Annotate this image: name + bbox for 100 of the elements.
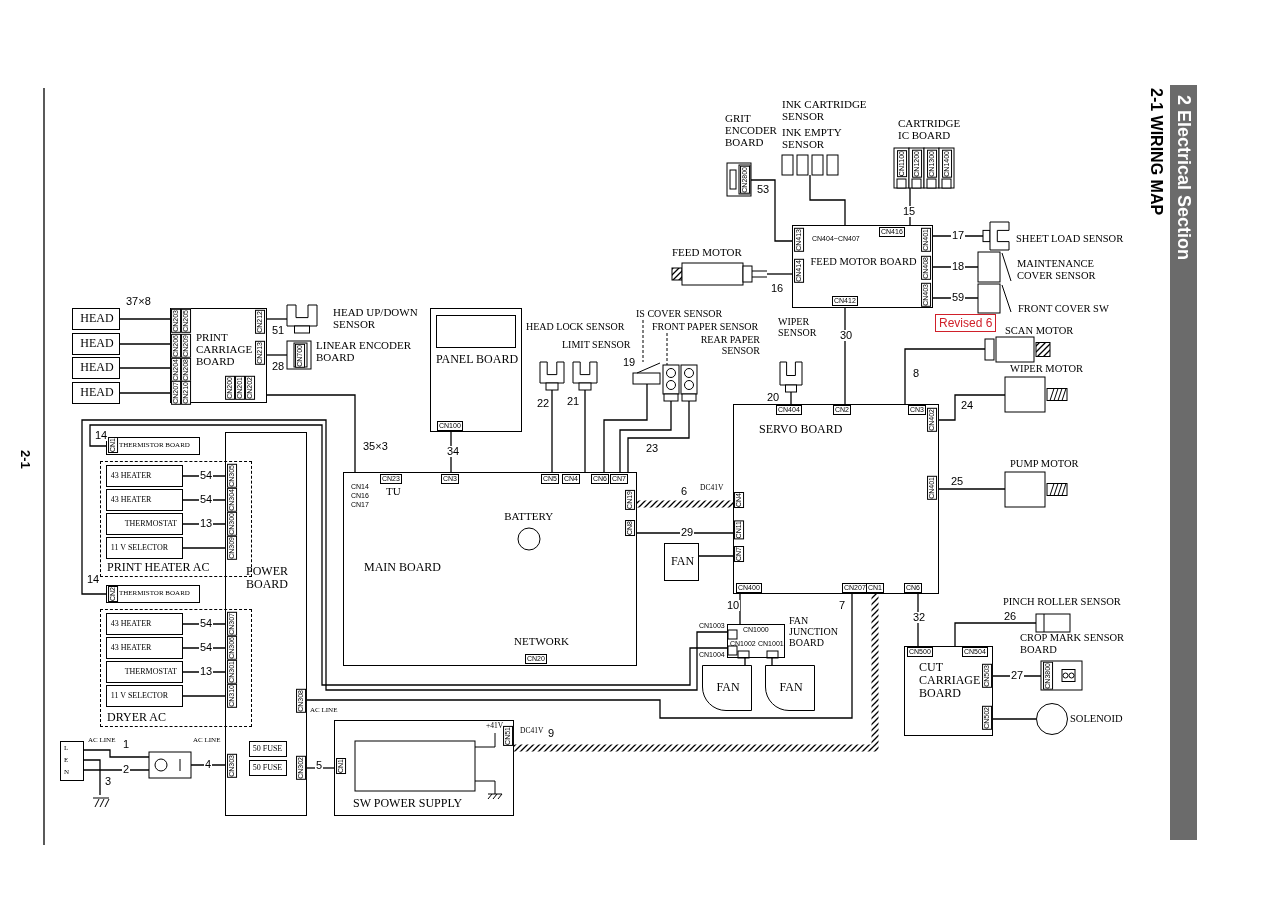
cable-number: 15 [902,206,917,217]
cable [809,174,846,226]
heater-box [105,636,183,659]
cable [119,343,171,345]
cable [182,695,226,697]
cable [83,769,150,771]
sensor-board-icon [1041,661,1082,690]
component-label: 43 HEATER [110,495,153,505]
component-label: FRONT PAPER SENSOR [652,321,764,333]
heater-box [105,488,183,511]
thermostat-box [105,660,183,683]
cable [119,392,171,394]
rocker-switch-icon [149,752,191,778]
ac-inlet-box [60,741,84,781]
component-label: INK CARTRIDGE SENSOR [782,98,868,123]
component-label: SHEET LOAD SENSOR [1016,233,1125,245]
component-label: CROP MARK SENSOR BOARD [1020,632,1126,656]
cable [190,764,226,766]
sensor-icon [983,222,1009,250]
cable [739,593,741,625]
cable [992,718,1037,720]
circuit-board-box [106,437,200,455]
component-label: INK EMPTY SENSOR [782,126,843,151]
component-label: FAN JUNCTION BOARD [789,615,839,648]
cable [306,593,853,719]
component-label: SCAN MOTOR [1005,325,1075,337]
component-label: WIPER SENSOR [778,316,818,338]
encoder-board-icon [287,341,311,369]
cable-number: 14 [86,574,101,585]
cable [771,657,773,666]
cable-number: 54 [199,470,214,481]
switch-icon [633,362,660,384]
cable-number: 26 [1003,611,1018,622]
cable [932,297,979,299]
circuit-board-box [170,308,267,403]
cable-number: 7 [838,600,847,611]
cable [698,555,734,557]
thermostat-box [105,512,183,535]
cable [744,657,746,666]
cable-number: 30 [839,330,854,341]
cable-number: 54 [199,642,214,653]
component-label: LINEAR ENCODER BOARD [316,339,413,364]
cable [83,759,101,796]
cable [790,391,792,405]
cable [619,400,672,473]
selector-box [105,536,183,559]
cable-number: 21 [566,396,581,407]
component-label: PRINT HEATER AC [107,561,211,575]
cable [932,235,984,237]
cable [182,547,226,549]
cable [266,354,288,356]
section-heading: 2 Electrical Section [1173,95,1194,261]
circuit-board-box [343,472,637,666]
print-head-box [72,357,120,379]
component-label: HEAD [79,361,115,375]
power-supply-box [334,720,514,816]
display-screen [435,314,516,348]
cable-number: 54 [199,494,214,505]
cable-number: 23 [645,443,660,454]
cable [551,389,553,473]
cable [954,622,1037,647]
cable [750,179,793,242]
component-label: HEAD LOCK SENSOR [526,321,625,332]
component-label: 50 FUSE [252,744,284,754]
cable-number: 13 [199,666,214,677]
fuse-box [248,740,287,757]
power-cable [514,594,879,752]
component-label: FAN [669,555,696,569]
cable [932,266,979,268]
component-label: 43 HEATER [110,619,153,629]
cable [83,749,150,758]
component-label: WIPER MOTOR [1010,363,1085,375]
circuit-board-box [727,624,785,658]
solenoid-circle [1036,703,1068,735]
component-label: REAR PAPER SENSOR [699,334,760,356]
cable-number: 19 [622,357,637,368]
component-label: CARTRIDGE IC BOARD [898,117,962,142]
cable-number: 6 [680,486,689,497]
cable-number: 17 [951,230,966,241]
cable-number: 59 [951,292,966,303]
fan-box [664,543,699,581]
sensor-icon [780,362,802,392]
component-label: MAIN BOARD [364,561,442,575]
component-label: PANEL BOARD [434,353,520,367]
heater-group-frame [100,609,252,727]
component-label: LIMIT SENSOR [562,339,632,350]
cable-number: 14 [94,430,109,441]
cable [119,367,171,369]
cable-number: 20 [766,392,781,403]
component-label: THERMOSTAT [124,667,178,677]
cable-number: 16 [770,283,785,294]
component-label: HEAD UP/DOWN SENSOR [333,306,419,331]
component-label: 11 V SELECTOR [110,691,170,701]
motor-icon [985,337,1050,362]
power-cable [637,500,733,508]
cable [584,389,586,473]
board-label: NETWORK [514,636,569,647]
ground-icon [93,795,109,807]
cable-number: 28 [271,361,286,372]
cable [938,394,1006,421]
